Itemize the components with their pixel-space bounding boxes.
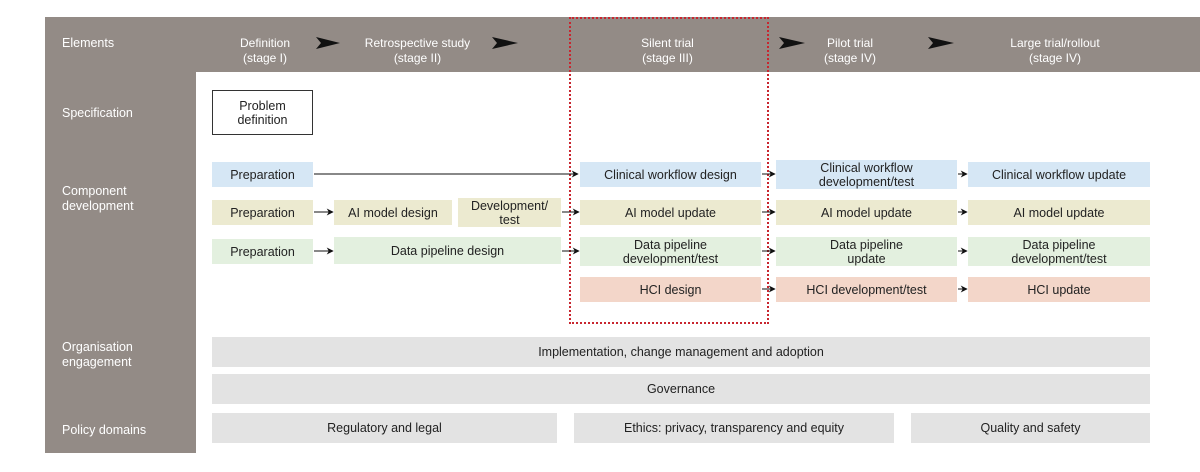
row-label-column — [45, 17, 196, 453]
data-pipeline-devtest-silent: Data pipeline development/test — [580, 237, 761, 266]
header-arrow-4 — [928, 37, 954, 49]
organisation-engagement-label: Organisation engagement — [62, 340, 133, 369]
component-development-label: Component development — [62, 184, 134, 213]
workflow-preparation: Preparation — [212, 162, 313, 187]
model-preparation: Preparation — [212, 200, 313, 225]
ai-model-update-large: AI model update — [968, 200, 1150, 225]
stage-large: Large trial/rollout (stage IV) — [1010, 36, 1100, 65]
ethics-box: Ethics: privacy, transparency and equity — [574, 413, 894, 443]
header-arrow-2 — [492, 37, 518, 49]
clinical-workflow-update: Clinical workflow update — [968, 162, 1150, 187]
problem-definition-box: Problem definition — [212, 90, 313, 135]
data-pipeline-design: Data pipeline design — [334, 237, 561, 264]
stage-header-bar — [196, 17, 1200, 72]
silent-trial-highlight — [569, 17, 769, 324]
data-pipeline-update: Data pipeline update — [776, 237, 957, 266]
stage-silent: Silent trial (stage III) — [641, 36, 694, 65]
quality-safety-box: Quality and safety — [911, 413, 1150, 443]
header-arrow-3 — [779, 37, 805, 49]
clinical-workflow-devtest: Clinical workflow development/test — [776, 160, 957, 189]
ai-model-design: AI model design — [334, 200, 452, 225]
stage-pilot: Pilot trial (stage IV) — [823, 36, 877, 65]
policy-domains-label: Policy domains — [62, 423, 147, 437]
ai-model-update-pilot: AI model update — [776, 200, 957, 225]
data-preparation: Preparation — [212, 239, 313, 264]
clinical-workflow-design: Clinical workflow design — [580, 162, 761, 187]
governance-bar: Governance — [212, 374, 1150, 404]
ai-model-devtest: Development/ test — [458, 198, 561, 227]
stage-retrospective: Retrospective study (stage II) — [364, 36, 471, 65]
hci-design: HCI design — [580, 277, 761, 302]
header-arrow-1 — [316, 37, 340, 49]
regulatory-legal-box: Regulatory and legal — [212, 413, 557, 443]
stage-definition: Definition (stage I) — [239, 36, 291, 65]
implementation-bar: Implementation, change management and ad… — [212, 337, 1150, 367]
elements-label: Elements — [62, 36, 115, 50]
ai-model-update-silent: AI model update — [580, 200, 761, 225]
hci-devtest: HCI development/test — [776, 277, 957, 302]
specification-label: Specification — [62, 106, 133, 120]
data-pipeline-devtest-large: Data pipeline development/test — [968, 237, 1150, 266]
hci-update: HCI update — [968, 277, 1150, 302]
